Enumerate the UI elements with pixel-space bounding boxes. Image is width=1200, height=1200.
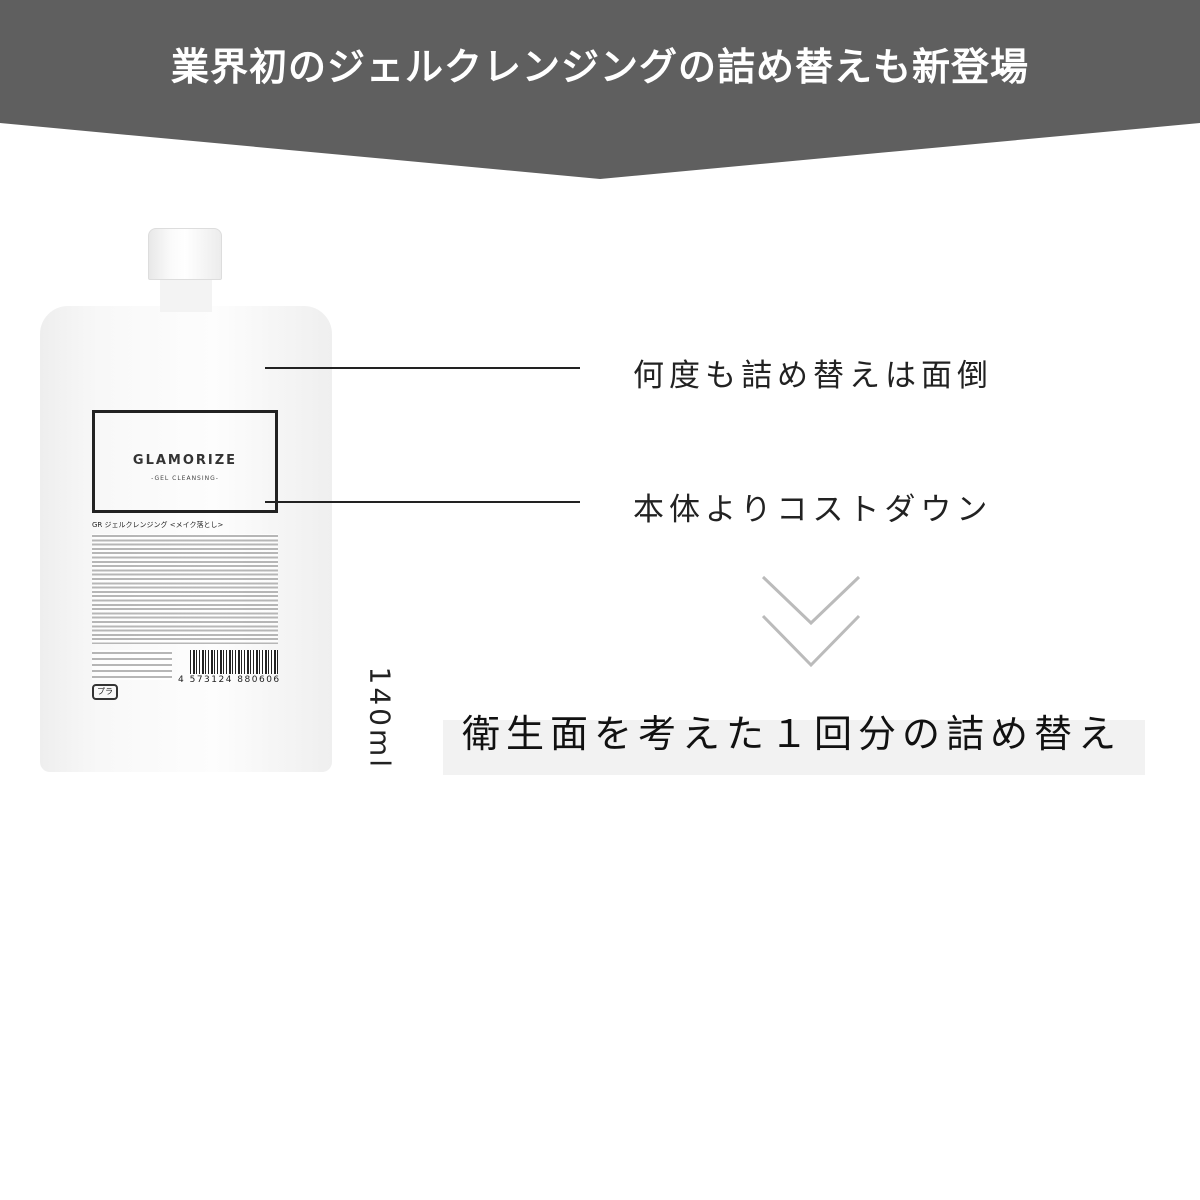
brand-logo: GLAMORIZE (132, 453, 238, 468)
barcode-number: 4 573124 880606 (178, 675, 281, 685)
pouch-cap (148, 228, 222, 280)
barcode (190, 650, 278, 674)
fine-print (92, 534, 278, 644)
volume-label: 140ml (363, 666, 397, 771)
product-name: GR ジェルクレンジング <メイク落とし> (92, 521, 224, 529)
pouch-spout (160, 278, 212, 312)
product-label: GLAMORIZE -GEL CLEANSING- (92, 410, 278, 513)
banner-title: 業界初のジェルクレンジングの詰め替えも新登場 (170, 45, 1029, 89)
product-subtitle: -GEL CLEANSING- (151, 475, 219, 482)
highlight-text: 衛生面を考えた１回分の詰め替え (462, 712, 1123, 756)
recycle-icon: プラ (92, 684, 118, 700)
double-chevron-down-icon (761, 575, 861, 668)
callout-text: 本体よりコストダウン (633, 492, 993, 528)
callout-line (265, 501, 580, 503)
callout-text: 何度も詰め替えは面倒 (633, 358, 993, 394)
callout-line (265, 367, 580, 369)
maker-info (92, 650, 172, 680)
highlight-bar (443, 720, 1145, 775)
header-banner (0, 0, 1200, 179)
